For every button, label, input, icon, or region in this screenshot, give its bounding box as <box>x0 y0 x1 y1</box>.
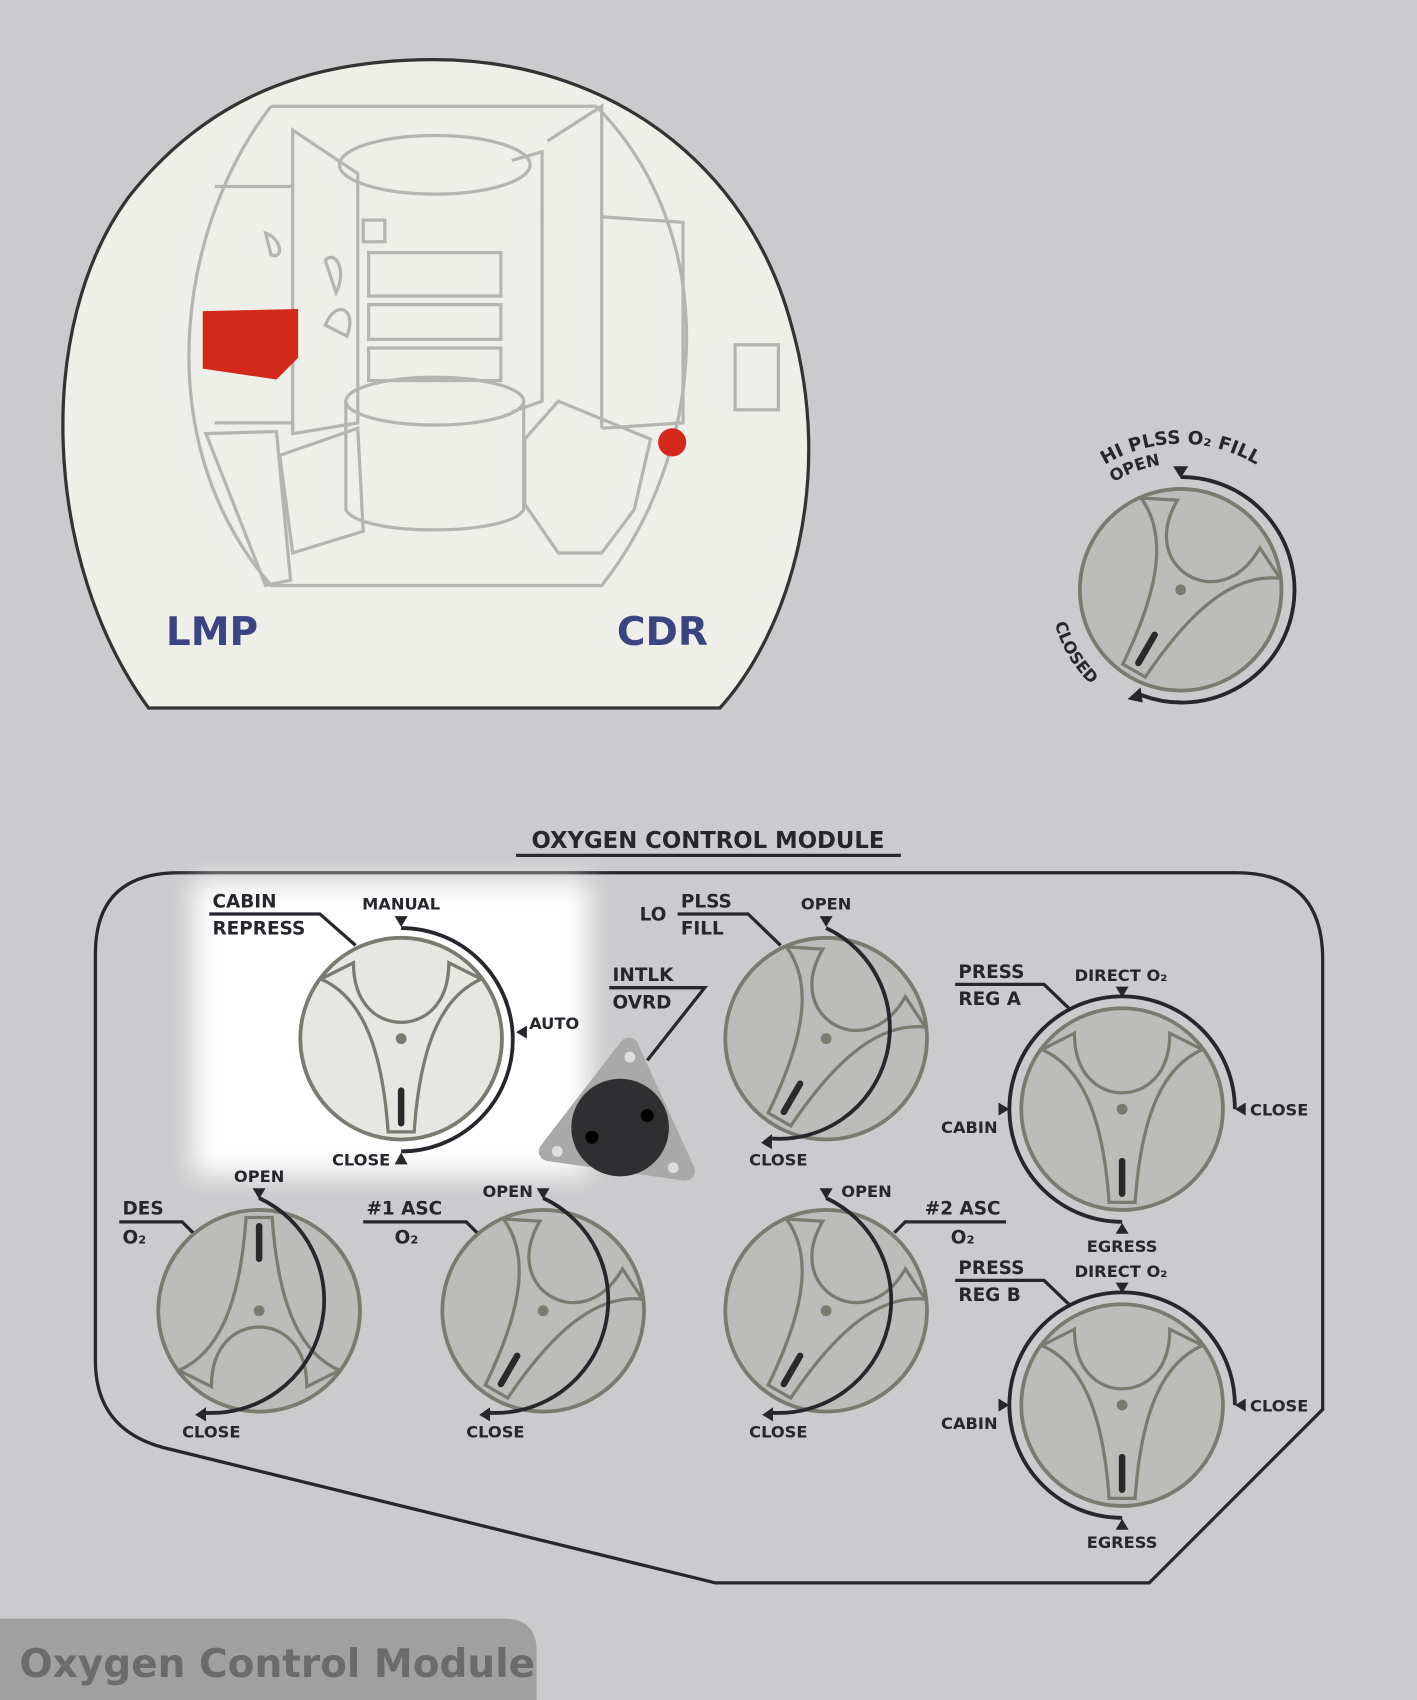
lo-label: LO <box>640 904 667 925</box>
plss-label: PLSS <box>681 891 732 912</box>
hi-plss-o2-fill-valve[interactable]: HI PLSS O₂ FILL OPEN CLOSED <box>1043 428 1318 728</box>
cabin-label: CABIN <box>941 1414 998 1433</box>
open-label: OPEN <box>482 1182 532 1201</box>
close-label: CLOSE <box>332 1150 390 1169</box>
open-label: OPEN <box>841 1182 891 1201</box>
cdr-highlight-dot[interactable] <box>658 428 687 457</box>
o2-label: O₂ <box>123 1228 147 1249</box>
press-reg-b-valve[interactable]: PRESS REG B DIRECT O₂ CLOSE CABIN EGRESS <box>941 1258 1308 1552</box>
open-label: OPEN <box>801 895 851 914</box>
open-label: OPEN <box>234 1167 284 1186</box>
close-label: CLOSE <box>1250 1101 1308 1120</box>
press-label: PRESS <box>958 962 1024 983</box>
reg-a-label: REG A <box>958 989 1021 1010</box>
ovrd-label: OVRD <box>613 992 672 1013</box>
open-pointer-icon <box>1173 466 1189 479</box>
lo-plss-fill-knob[interactable] <box>688 901 963 1176</box>
cdr-label: CDR <box>617 610 708 655</box>
control-panel <box>93 871 1325 1585</box>
cabin-repress-label-2: REPRESS <box>212 919 305 940</box>
direct-o2-label: DIRECT O₂ <box>1075 966 1168 985</box>
des-label: DES <box>123 1198 164 1219</box>
intlk-label: INTLK <box>613 965 675 986</box>
footer-title: Oxygen Control Module <box>20 1642 536 1687</box>
reg-b-label: REG B <box>958 1285 1020 1306</box>
asc1-o2-valve[interactable]: #1 ASC O₂ OPEN CLOSE <box>363 1173 681 1448</box>
direct-o2-label: DIRECT O₂ <box>1075 1262 1168 1281</box>
press-reg-b-knob[interactable] <box>1021 1304 1223 1506</box>
press-reg-a-knob[interactable] <box>1021 1008 1223 1210</box>
press-label: PRESS <box>958 1258 1024 1279</box>
cabin-repress-knob[interactable] <box>300 938 502 1140</box>
asc1-label: #1 ASC <box>366 1198 442 1219</box>
close-label: CLOSE <box>466 1423 524 1442</box>
module-title: OXYGEN CONTROL MODULE <box>531 828 884 854</box>
des-o2-knob[interactable] <box>158 1210 360 1412</box>
o2-label: O₂ <box>951 1228 975 1249</box>
des-o2-valve[interactable]: DES O₂ OPEN CLOSE <box>119 1167 360 1442</box>
cabin-repress-valve[interactable]: CABIN REPRESS MANUAL AUTO CLOSE <box>209 891 579 1169</box>
lo-plss-fill-valve[interactable]: LO PLSS FILL OPEN CLOSE <box>640 891 964 1176</box>
egress-label: EGRESS <box>1087 1237 1158 1256</box>
close-label: CLOSE <box>749 1423 807 1442</box>
closed-pointer-icon <box>1127 687 1143 703</box>
asc1-o2-knob[interactable] <box>405 1173 680 1448</box>
intlk-ovrd-switch[interactable]: INTLK OVRD <box>538 965 709 1181</box>
footer-tab: Oxygen Control Module <box>0 1618 537 1700</box>
egress-label: EGRESS <box>1087 1533 1158 1552</box>
o2-label: O₂ <box>395 1228 419 1249</box>
close-label: CLOSE <box>182 1423 240 1442</box>
fill-label: FILL <box>681 919 724 940</box>
asc2-o2-valve[interactable]: #2 ASC O₂ OPEN CLOSE <box>688 1173 1007 1448</box>
press-reg-a-valve[interactable]: PRESS REG A DIRECT O₂ CLOSE CABIN EGRESS <box>941 962 1308 1256</box>
asc2-o2-knob[interactable] <box>688 1173 963 1448</box>
auto-label: AUTO <box>529 1014 579 1033</box>
hi-plss-knob[interactable] <box>1043 452 1318 727</box>
lmp-highlight-panel[interactable] <box>202 309 299 380</box>
cabin-repress-label-1: CABIN <box>212 891 276 912</box>
close-label: CLOSE <box>749 1150 807 1169</box>
cabin-label: CABIN <box>941 1118 998 1137</box>
manual-label: MANUAL <box>362 895 440 914</box>
lmp-label: LMP <box>166 610 258 655</box>
close-label: CLOSE <box>1250 1397 1308 1416</box>
asc2-label: #2 ASC <box>925 1198 1001 1219</box>
cabin-interior-lines <box>187 103 781 588</box>
cabin-view: LMP CDR <box>61 58 811 710</box>
